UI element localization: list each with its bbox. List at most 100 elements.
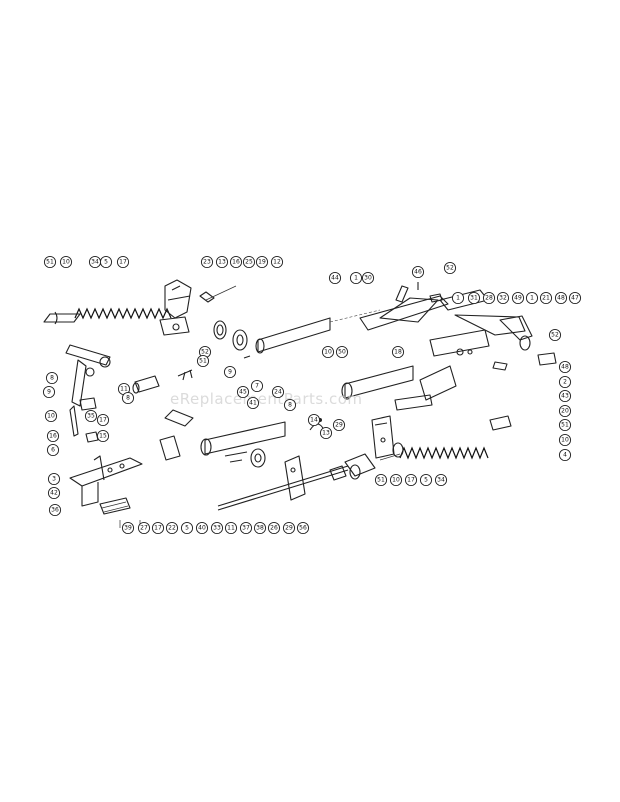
callout-5: 5 bbox=[419, 473, 433, 487]
callout-balloon bbox=[404, 473, 418, 487]
callout-balloon bbox=[250, 379, 264, 393]
callout-35: 35 bbox=[84, 409, 98, 423]
callout-balloon bbox=[121, 521, 135, 535]
callout-number: 17 bbox=[99, 417, 107, 424]
callout-balloon bbox=[42, 385, 56, 399]
callout-1: 1 bbox=[349, 271, 363, 285]
callout-number: 52 bbox=[551, 332, 559, 339]
callout-balloon bbox=[321, 345, 335, 359]
callout-34: 34 bbox=[434, 473, 448, 487]
callout-13: 13 bbox=[215, 255, 229, 269]
callout-balloon bbox=[271, 385, 285, 399]
callout-number: 41 bbox=[249, 400, 257, 407]
callout-28: 28 bbox=[482, 291, 496, 305]
callout-number: 5 bbox=[424, 477, 428, 484]
callout-number: 49 bbox=[514, 295, 522, 302]
callout-number: 13 bbox=[218, 259, 226, 266]
callout-56: 56 bbox=[296, 521, 310, 535]
callout-balloon bbox=[99, 255, 113, 269]
callout-47: 47 bbox=[568, 291, 582, 305]
callout-balloon bbox=[443, 261, 457, 275]
callout-balloon bbox=[554, 291, 568, 305]
callout-36: 36 bbox=[48, 503, 62, 517]
callout-balloon bbox=[568, 291, 582, 305]
callout-balloon bbox=[165, 521, 179, 535]
callout-3: 3 bbox=[47, 472, 61, 486]
callout-number: 21 bbox=[542, 295, 550, 302]
callout-balloon bbox=[389, 473, 403, 487]
callout-8: 8 bbox=[283, 398, 297, 412]
callout-number: 56 bbox=[299, 525, 307, 532]
callout-balloon bbox=[270, 255, 284, 269]
callout-7: 7 bbox=[250, 379, 264, 393]
callout-number: 38 bbox=[256, 525, 264, 532]
callout-balloon bbox=[482, 291, 496, 305]
callout-52: 52 bbox=[443, 261, 457, 275]
callout-31: 31 bbox=[467, 291, 481, 305]
callout-number: 17 bbox=[154, 525, 162, 532]
callout-23: 23 bbox=[200, 255, 214, 269]
callout-balloon bbox=[46, 429, 60, 443]
callout-number: 24 bbox=[274, 389, 282, 396]
callout-number: 52 bbox=[446, 265, 454, 272]
callout-number: 30 bbox=[364, 275, 372, 282]
callout-balloon bbox=[419, 473, 433, 487]
callout-number: 32 bbox=[499, 295, 507, 302]
callout-number: 11 bbox=[120, 386, 128, 393]
callout-number: 31 bbox=[470, 295, 478, 302]
callout-balloon bbox=[539, 291, 553, 305]
callout-37: 37 bbox=[239, 521, 253, 535]
callout-balloon bbox=[255, 255, 269, 269]
callout-balloon bbox=[59, 255, 73, 269]
callout-balloon bbox=[44, 409, 58, 423]
callout-number: 6 bbox=[51, 447, 55, 454]
callout-balloon bbox=[246, 396, 260, 410]
callout-balloon bbox=[451, 291, 465, 305]
callout-balloon bbox=[121, 391, 135, 405]
callout-number: 19 bbox=[258, 259, 266, 266]
callout-balloon bbox=[467, 291, 481, 305]
callout-12: 12 bbox=[270, 255, 284, 269]
callout-number: 10 bbox=[62, 259, 70, 266]
callout-46: 46 bbox=[411, 265, 425, 279]
callout-number: 18 bbox=[394, 349, 402, 356]
callout-balloon bbox=[558, 404, 572, 418]
callout-balloon bbox=[411, 265, 425, 279]
callout-27: 27 bbox=[137, 521, 151, 535]
callout-33: 33 bbox=[210, 521, 224, 535]
callout-51: 51 bbox=[558, 418, 572, 432]
callout-balloon bbox=[558, 360, 572, 374]
callout-number: 7 bbox=[255, 383, 259, 390]
callout-17: 17 bbox=[116, 255, 130, 269]
callout-number: 51 bbox=[199, 358, 207, 365]
watermark-text: eReplacementParts.com bbox=[170, 390, 363, 408]
left-spring-assembly bbox=[43, 279, 192, 336]
callout-29: 29 bbox=[332, 418, 346, 432]
callout-number: 10 bbox=[392, 477, 400, 484]
callout-number: 9 bbox=[228, 369, 232, 376]
callout-number: 10 bbox=[47, 413, 55, 420]
callout-26: 26 bbox=[267, 521, 281, 535]
callout-balloon bbox=[558, 418, 572, 432]
callout-balloon bbox=[349, 271, 363, 285]
callout-balloon bbox=[116, 255, 130, 269]
callout-number: 26 bbox=[270, 525, 278, 532]
callout-balloon bbox=[374, 473, 388, 487]
callout-10: 10 bbox=[44, 409, 58, 423]
callout-number: 33 bbox=[213, 525, 221, 532]
callout-number: 47 bbox=[571, 295, 579, 302]
callout-number: 16 bbox=[49, 433, 57, 440]
callout-balloon bbox=[151, 521, 165, 535]
callout-number: 35 bbox=[87, 413, 95, 420]
callout-balloon bbox=[511, 291, 525, 305]
small-hardware bbox=[119, 282, 443, 528]
callout-2: 2 bbox=[558, 375, 572, 389]
callout-number: 46 bbox=[414, 269, 422, 276]
callout-51: 51 bbox=[374, 473, 388, 487]
callout-30: 30 bbox=[361, 271, 375, 285]
lower-shaft bbox=[159, 409, 376, 511]
callout-number: 50 bbox=[338, 349, 346, 356]
callout-balloon bbox=[137, 521, 151, 535]
callout-number: 28 bbox=[485, 295, 493, 302]
